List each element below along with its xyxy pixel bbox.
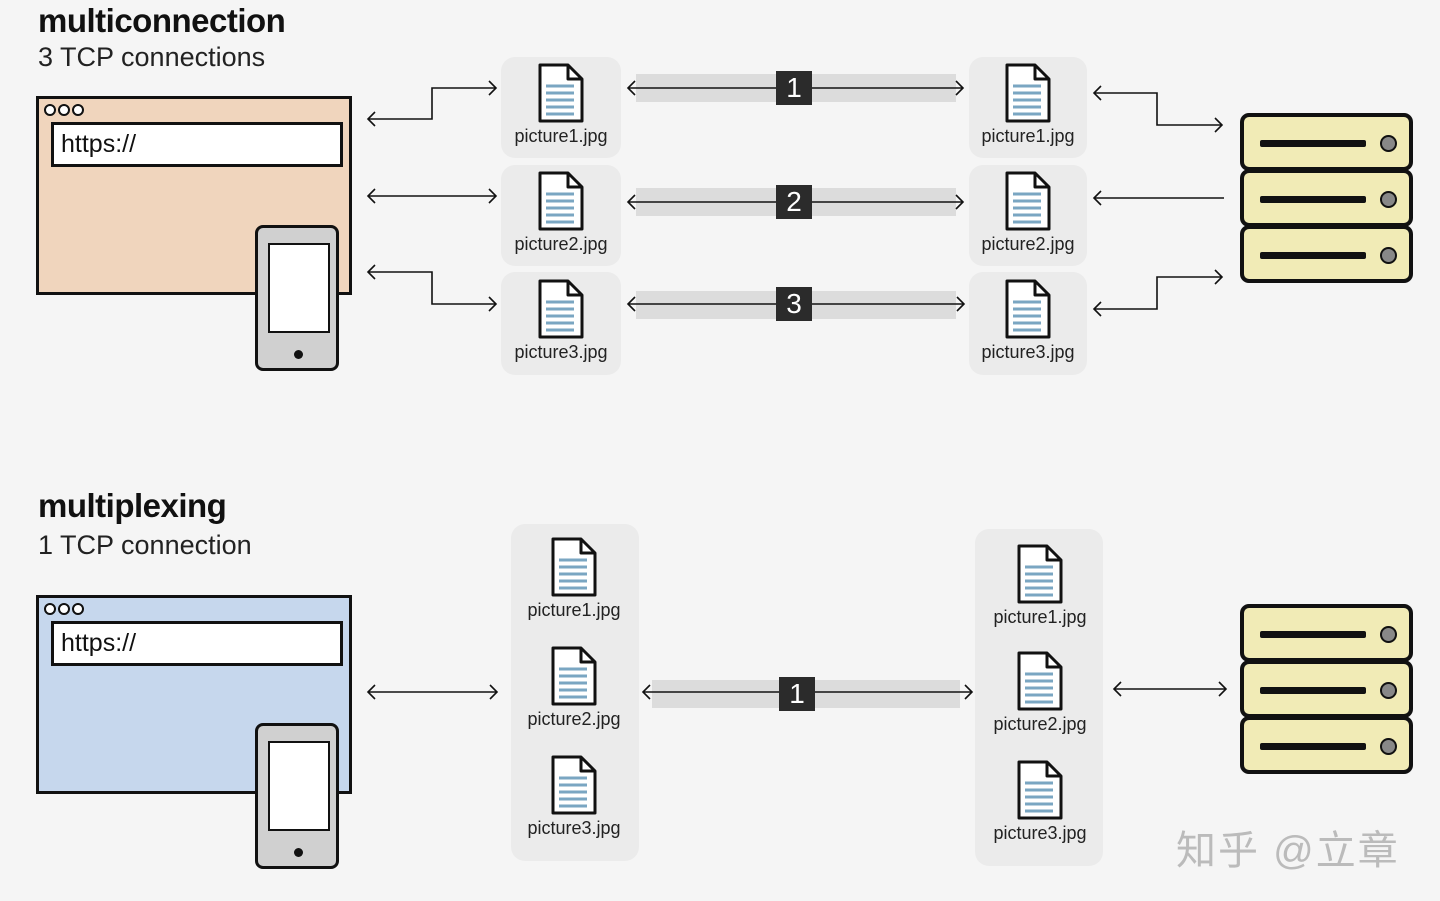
file-item: picture3.jpg bbox=[968, 278, 1088, 363]
connection-badge: 2 bbox=[776, 185, 812, 219]
document-icon bbox=[1017, 651, 1063, 711]
document-icon bbox=[538, 63, 584, 123]
section-subtitle-multiplexing: 1 TCP connection bbox=[38, 530, 252, 560]
document-icon bbox=[551, 755, 597, 815]
file-item: picture1.jpg bbox=[980, 543, 1100, 628]
file-name: picture1.jpg bbox=[514, 126, 608, 146]
document-icon bbox=[551, 646, 597, 706]
file-name: picture2.jpg bbox=[993, 714, 1087, 734]
file-name: picture1.jpg bbox=[527, 600, 621, 620]
document-icon bbox=[551, 537, 597, 597]
file-item: picture2.jpg bbox=[968, 170, 1088, 255]
file-item: picture1.jpg bbox=[514, 536, 634, 621]
server-rack-icon bbox=[1240, 113, 1413, 285]
document-icon bbox=[1005, 63, 1051, 123]
file-name: picture2.jpg bbox=[514, 234, 608, 254]
document-icon bbox=[1005, 171, 1051, 231]
section-title-multiconnection: multiconnection bbox=[38, 2, 286, 39]
connection-badge: 1 bbox=[776, 71, 812, 105]
document-icon bbox=[1017, 760, 1063, 820]
file-name: picture3.jpg bbox=[981, 342, 1075, 362]
url-bar[interactable]: https:// bbox=[51, 621, 343, 666]
file-name: picture2.jpg bbox=[527, 709, 621, 729]
file-name: picture3.jpg bbox=[993, 823, 1087, 843]
file-item: picture2.jpg bbox=[514, 645, 634, 730]
file-item: picture3.jpg bbox=[514, 754, 634, 839]
window-controls bbox=[44, 603, 84, 615]
file-name: picture3.jpg bbox=[514, 342, 608, 362]
file-item: picture3.jpg bbox=[501, 278, 621, 363]
server-rack-icon bbox=[1240, 604, 1413, 776]
document-icon bbox=[1017, 544, 1063, 604]
file-item: picture2.jpg bbox=[501, 170, 621, 255]
mobile-phone-icon bbox=[255, 723, 339, 869]
connection-badge: 1 bbox=[779, 677, 815, 711]
watermark: 知乎 @立章 bbox=[1176, 829, 1400, 873]
connection-badge: 3 bbox=[776, 287, 812, 321]
url-bar[interactable]: https:// bbox=[51, 122, 343, 167]
file-name: picture1.jpg bbox=[981, 126, 1075, 146]
file-item: picture3.jpg bbox=[980, 759, 1100, 844]
mobile-phone-icon bbox=[255, 225, 339, 371]
document-icon bbox=[1005, 279, 1051, 339]
window-controls bbox=[44, 104, 84, 116]
file-name: picture1.jpg bbox=[993, 607, 1087, 627]
file-name: picture3.jpg bbox=[527, 818, 621, 838]
file-name: picture2.jpg bbox=[981, 234, 1075, 254]
document-icon bbox=[538, 279, 584, 339]
document-icon bbox=[538, 171, 584, 231]
section-subtitle-multiconnection: 3 TCP connections bbox=[38, 42, 266, 72]
file-item: picture2.jpg bbox=[980, 650, 1100, 735]
file-item: picture1.jpg bbox=[501, 62, 621, 147]
section-title-multiplexing: multiplexing bbox=[38, 487, 227, 524]
file-item: picture1.jpg bbox=[968, 62, 1088, 147]
